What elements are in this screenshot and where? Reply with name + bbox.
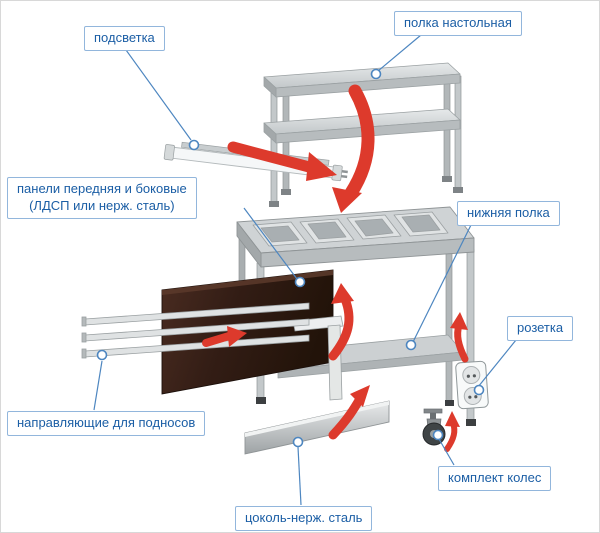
- label-panels-line2: (ЛДСП или нерж. сталь): [29, 197, 175, 213]
- leader-panels: [243, 207, 298, 280]
- leader-tray-rails: [93, 360, 103, 411]
- leader-table-shelf: [377, 34, 422, 72]
- arrow-caster-up: [444, 420, 458, 452]
- leader-lighting: [125, 49, 192, 141]
- label-wheel-set-text: комплект колес: [448, 470, 542, 485]
- anchor-panels: [294, 276, 306, 288]
- label-socket: розетка: [507, 316, 574, 341]
- leader-lines: [93, 34, 517, 506]
- label-lighting-text: подсветка: [94, 30, 155, 45]
- label-table-shelf: полка настольная: [394, 11, 522, 36]
- arrow-rails: [202, 332, 233, 347]
- arrow-head: [450, 312, 468, 330]
- tray-rails: [81, 302, 344, 401]
- anchor-lower-shelf: [405, 339, 417, 351]
- anchor-table-shelf: [370, 68, 382, 80]
- label-plinth-text: цоколь-нерж. сталь: [245, 510, 363, 525]
- arrow-panel-up: [328, 294, 354, 361]
- leader-wheel-set: [438, 438, 455, 466]
- label-panels: панели передняя и боковые (ЛДСП или нерж…: [7, 177, 197, 219]
- assembly-arrows: [202, 84, 469, 452]
- leader-plinth: [297, 446, 302, 506]
- bain-marie-top: [236, 206, 475, 268]
- label-lighting: подсветка: [84, 26, 165, 51]
- label-lower-shelf-text: нижняя полка: [467, 205, 550, 220]
- anchor-lighting: [188, 139, 200, 151]
- power-socket: [455, 360, 489, 410]
- leader-lower-shelf: [412, 224, 472, 343]
- label-plinth: цоколь-нерж. сталь: [235, 506, 373, 531]
- label-panels-line1: панели передняя и боковые: [17, 181, 187, 196]
- arrow-head: [350, 385, 370, 407]
- arrow-lamp: [227, 141, 319, 174]
- anchor-wheel-set: [432, 429, 444, 441]
- arrow-head: [227, 326, 247, 347]
- label-socket-text: розетка: [517, 320, 564, 335]
- bain-marie-pans: [252, 211, 449, 247]
- arrow-shelf-down: [344, 84, 375, 200]
- anchor-socket: [473, 384, 485, 396]
- leader-socket: [477, 339, 517, 388]
- anchor-markers: [96, 68, 485, 448]
- label-tray-rails-text: направляющие для подносов: [17, 415, 196, 430]
- caster-wheel: [422, 408, 446, 446]
- front-panel: [161, 269, 334, 395]
- arrow-head: [331, 283, 354, 304]
- arrow-head: [445, 411, 460, 427]
- arrow-head: [306, 152, 337, 181]
- anchor-tray-rails: [96, 349, 108, 361]
- label-tray-rails: направляющие для подносов: [7, 411, 206, 436]
- label-wheel-set: комплект колес: [438, 466, 552, 491]
- plinth-strip: [244, 400, 390, 455]
- label-lower-shelf: нижняя полка: [457, 201, 560, 226]
- label-table-shelf-text: полка настольная: [404, 15, 512, 30]
- arrow-head: [332, 187, 362, 213]
- anchor-plinth: [292, 436, 304, 448]
